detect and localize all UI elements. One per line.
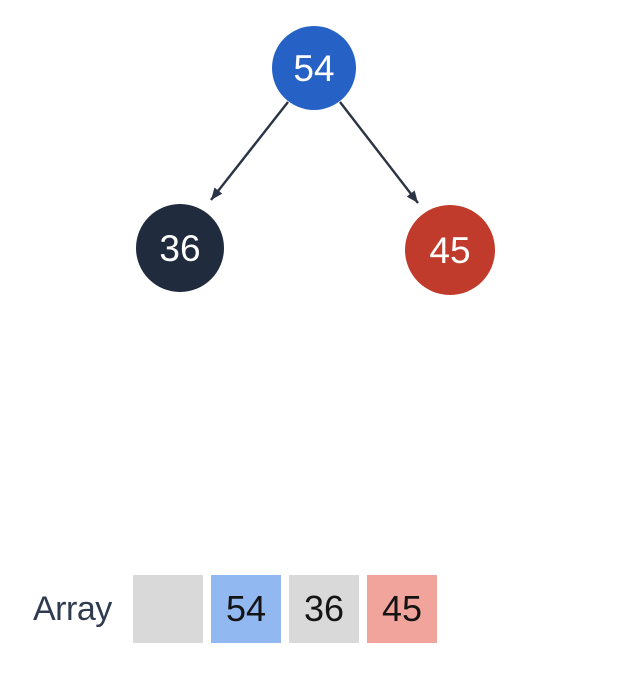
tree-node-root: 54: [272, 26, 356, 110]
node-value-right-child: 45: [429, 230, 470, 271]
node-circle-root: [272, 26, 356, 110]
array-cell-0: [133, 575, 203, 643]
binary-tree-diagram: 54 36 45: [136, 26, 495, 295]
tree-node-left-child: 36: [136, 204, 224, 292]
node-circle-right-child: [405, 205, 495, 295]
array-cell-2: 36: [289, 575, 359, 643]
array-cell-3: 45: [367, 575, 437, 643]
tree-nodes: 54 36 45: [136, 26, 495, 295]
tree-edge-root-to-right-child: [339, 101, 419, 204]
node-value-root: 54: [293, 48, 334, 89]
node-circle-left-child: [136, 204, 224, 292]
node-value-left-child: 36: [159, 228, 200, 269]
tree-edge-root-to-left-child: [210, 101, 289, 201]
tree-edges: [210, 101, 419, 204]
array-cell-1: 54: [211, 575, 281, 643]
tree-node-right-child: 45: [405, 205, 495, 295]
array-label: Array: [33, 589, 112, 628]
